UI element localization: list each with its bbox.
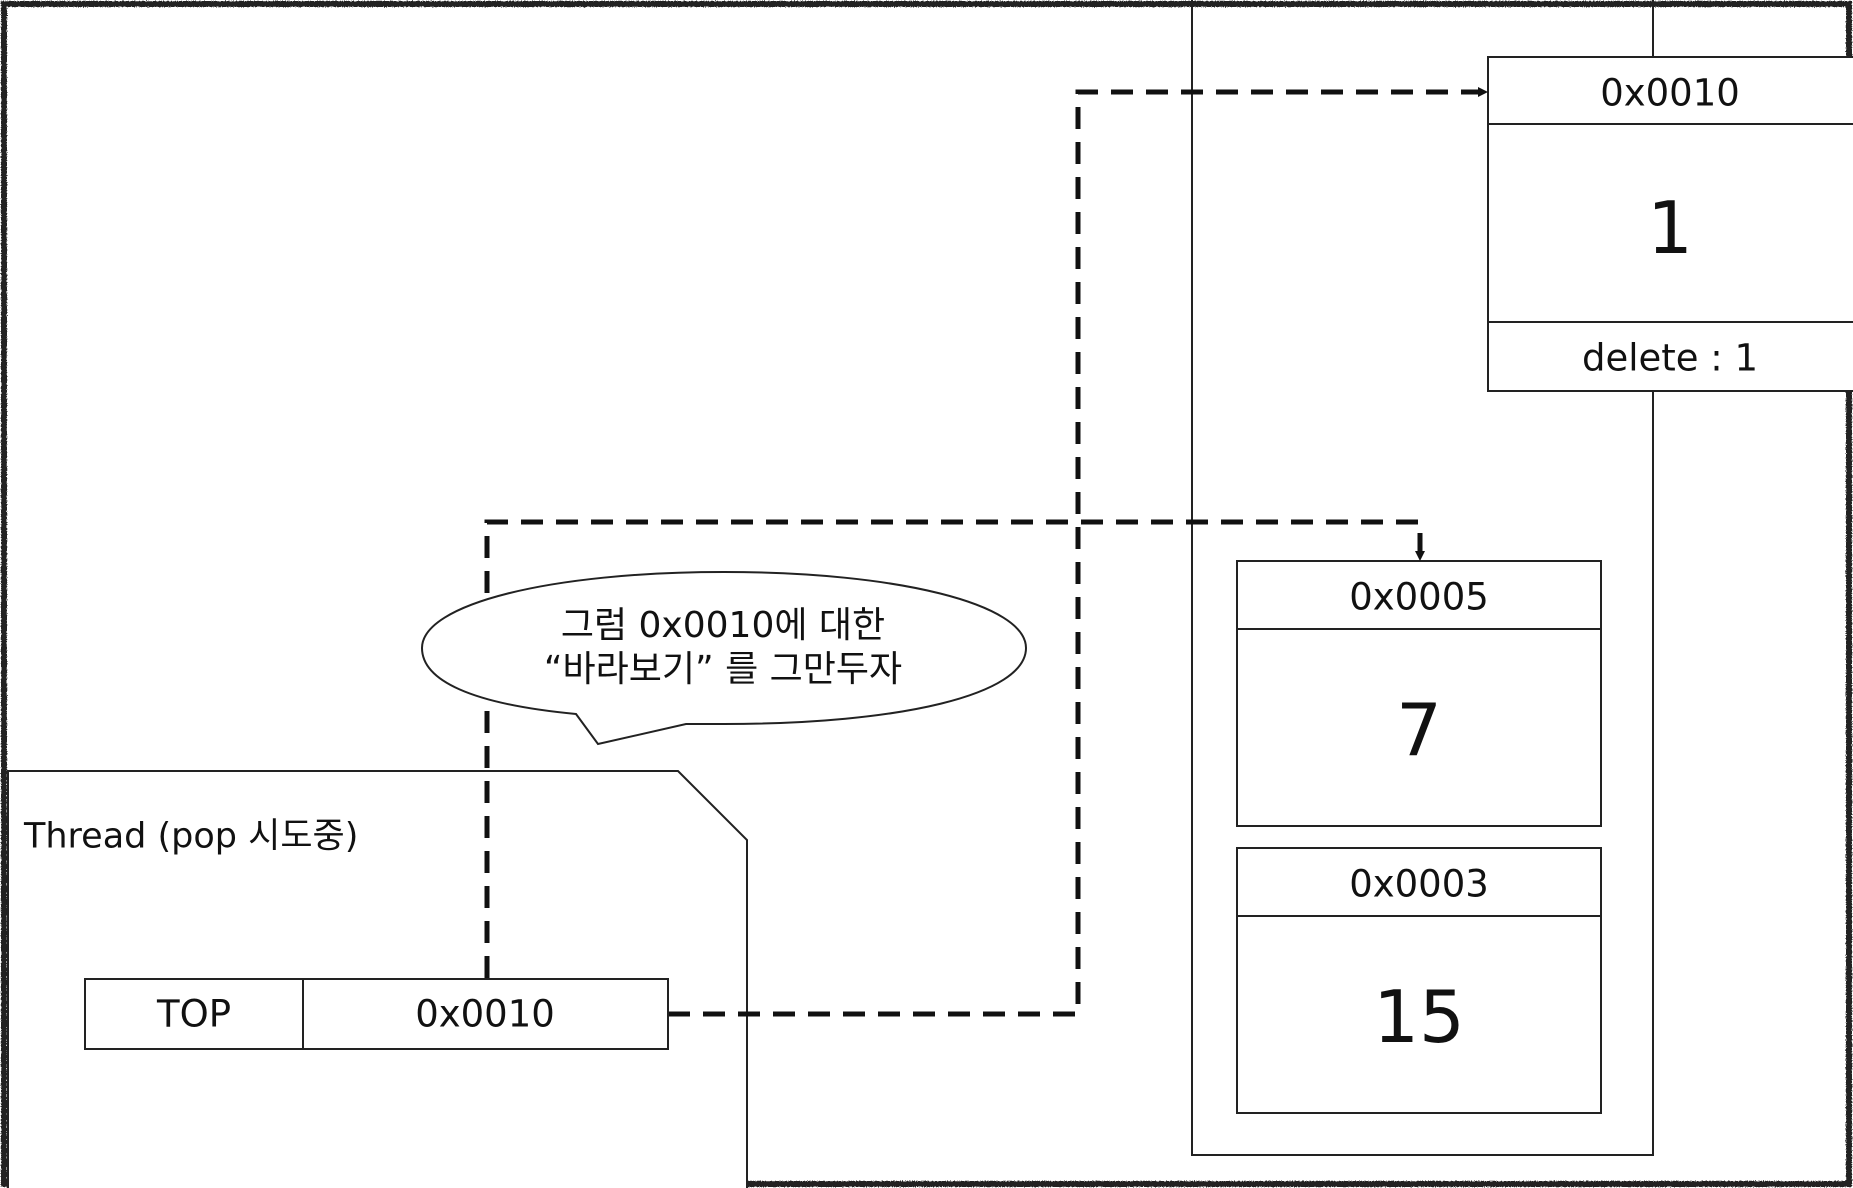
next-pointer-arrow xyxy=(484,519,1425,978)
node-0x0010-delete-flag: delete : 1 xyxy=(1581,336,1759,380)
node-0x0010-address: 0x0010 xyxy=(1600,71,1740,115)
speech-bubble-line-1: 그럼 0x0010에 대한 xyxy=(560,605,886,646)
speech-bubble-line-2: “바라보기” 를 그만두자 xyxy=(543,649,903,690)
top-label: TOP xyxy=(156,992,232,1036)
node-0x0005-value: 7 xyxy=(1396,688,1442,772)
node-0x0003-address: 0x0003 xyxy=(1349,862,1489,906)
node-0x0005-box xyxy=(1236,560,1602,827)
node-0x0010-box xyxy=(1487,56,1853,392)
node-0x0003-value: 15 xyxy=(1373,975,1465,1059)
node-0x0003-box xyxy=(1236,847,1602,1114)
thread-title: Thread (pop 시도중) xyxy=(24,816,359,857)
speech-bubble xyxy=(420,570,1028,746)
node-0x0010-value: 1 xyxy=(1647,186,1693,270)
top-register xyxy=(84,978,669,1050)
top-value: 0x0010 xyxy=(415,992,555,1036)
heap-container xyxy=(1191,0,1654,1156)
node-0x0005-address: 0x0005 xyxy=(1349,575,1489,619)
